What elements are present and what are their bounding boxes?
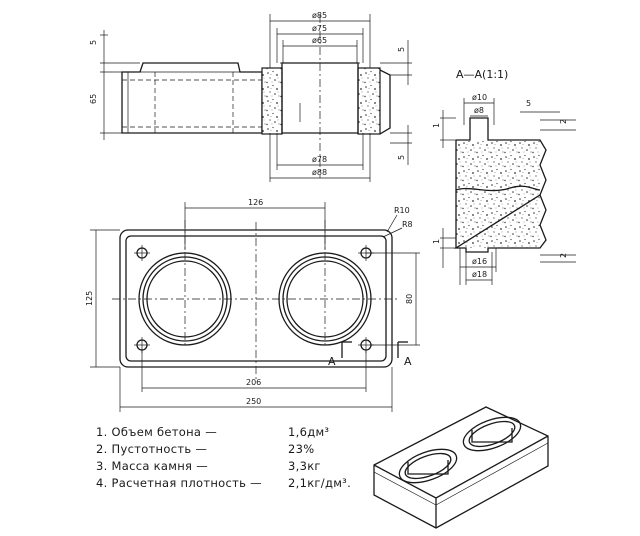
dim-d16: ø16	[472, 257, 487, 266]
note-value: 2,1кг/дм³.	[288, 476, 352, 490]
front-elevation	[100, 14, 412, 182]
section-labels: A—A(1:1) ø10 ø8 ø16 ø18 5 2 2 1 1	[432, 68, 568, 279]
dim-s5: 5	[526, 99, 531, 108]
dim-d75: ø75	[312, 24, 327, 33]
note-label: 1. Объем бетона —	[96, 425, 218, 439]
dim-w250: 250	[246, 397, 261, 406]
note-value: 23%	[288, 442, 315, 456]
dim-s1-bottom: 1	[432, 239, 441, 244]
isometric-view	[373, 406, 549, 529]
note-row: 1. Объем бетона — 1,6дм³	[96, 425, 366, 442]
dim-h5-right-top: 5	[397, 47, 406, 52]
specifications-list: 1. Объем бетона — 1,6дм³ 2. Пустотность …	[96, 425, 366, 493]
note-label: 4. Расчетная плотность —	[96, 476, 262, 490]
dim-h65: 65	[89, 94, 98, 104]
section-mark-a-left: A	[328, 355, 336, 368]
note-label: 3. Масса камня —	[96, 459, 209, 473]
note-label: 2. Пустотность —	[96, 442, 208, 456]
note-row: 3. Масса камня — 3,3кг	[96, 459, 366, 476]
dim-d65: ø65	[312, 36, 327, 45]
dim-h5-right-bottom: 5	[397, 155, 406, 160]
dim-w206: 206	[246, 378, 261, 387]
dim-w126: 126	[248, 198, 263, 207]
dim-s2-bottom: 2	[559, 253, 568, 258]
dim-h80: 80	[405, 294, 414, 304]
dim-d78: ø78	[312, 155, 327, 164]
front-dimension-labels: ø85 ø75 ø65 ø78 ø88 65 5 5 5	[89, 11, 406, 177]
dim-s2-top: 2	[559, 119, 568, 124]
dim-d8: ø8	[474, 106, 484, 115]
section-mark-a-right: A	[404, 355, 412, 368]
dim-d10: ø10	[472, 93, 487, 102]
note-row: 4. Расчетная плотность — 2,1кг/дм³.	[96, 476, 366, 493]
dim-r8: R8	[402, 220, 413, 229]
section-detail	[440, 98, 576, 285]
note-row: 2. Пустотность — 23%	[96, 442, 366, 459]
dim-d85: ø85	[312, 11, 327, 20]
section-title: A—A(1:1)	[456, 68, 508, 81]
dim-s1-top: 1	[432, 123, 441, 128]
dim-r10: R10	[394, 206, 410, 215]
dim-d18: ø18	[472, 270, 487, 279]
dim-d88: ø88	[312, 168, 327, 177]
plan-dimension-labels: 126 206 250 125 80 R10 R8 A A	[85, 198, 414, 406]
dim-h125: 125	[85, 291, 94, 306]
plan-view	[90, 202, 420, 412]
dim-h5-left: 5	[89, 40, 98, 45]
note-value: 3,3кг	[288, 459, 321, 473]
note-value: 1,6дм³	[288, 425, 330, 439]
